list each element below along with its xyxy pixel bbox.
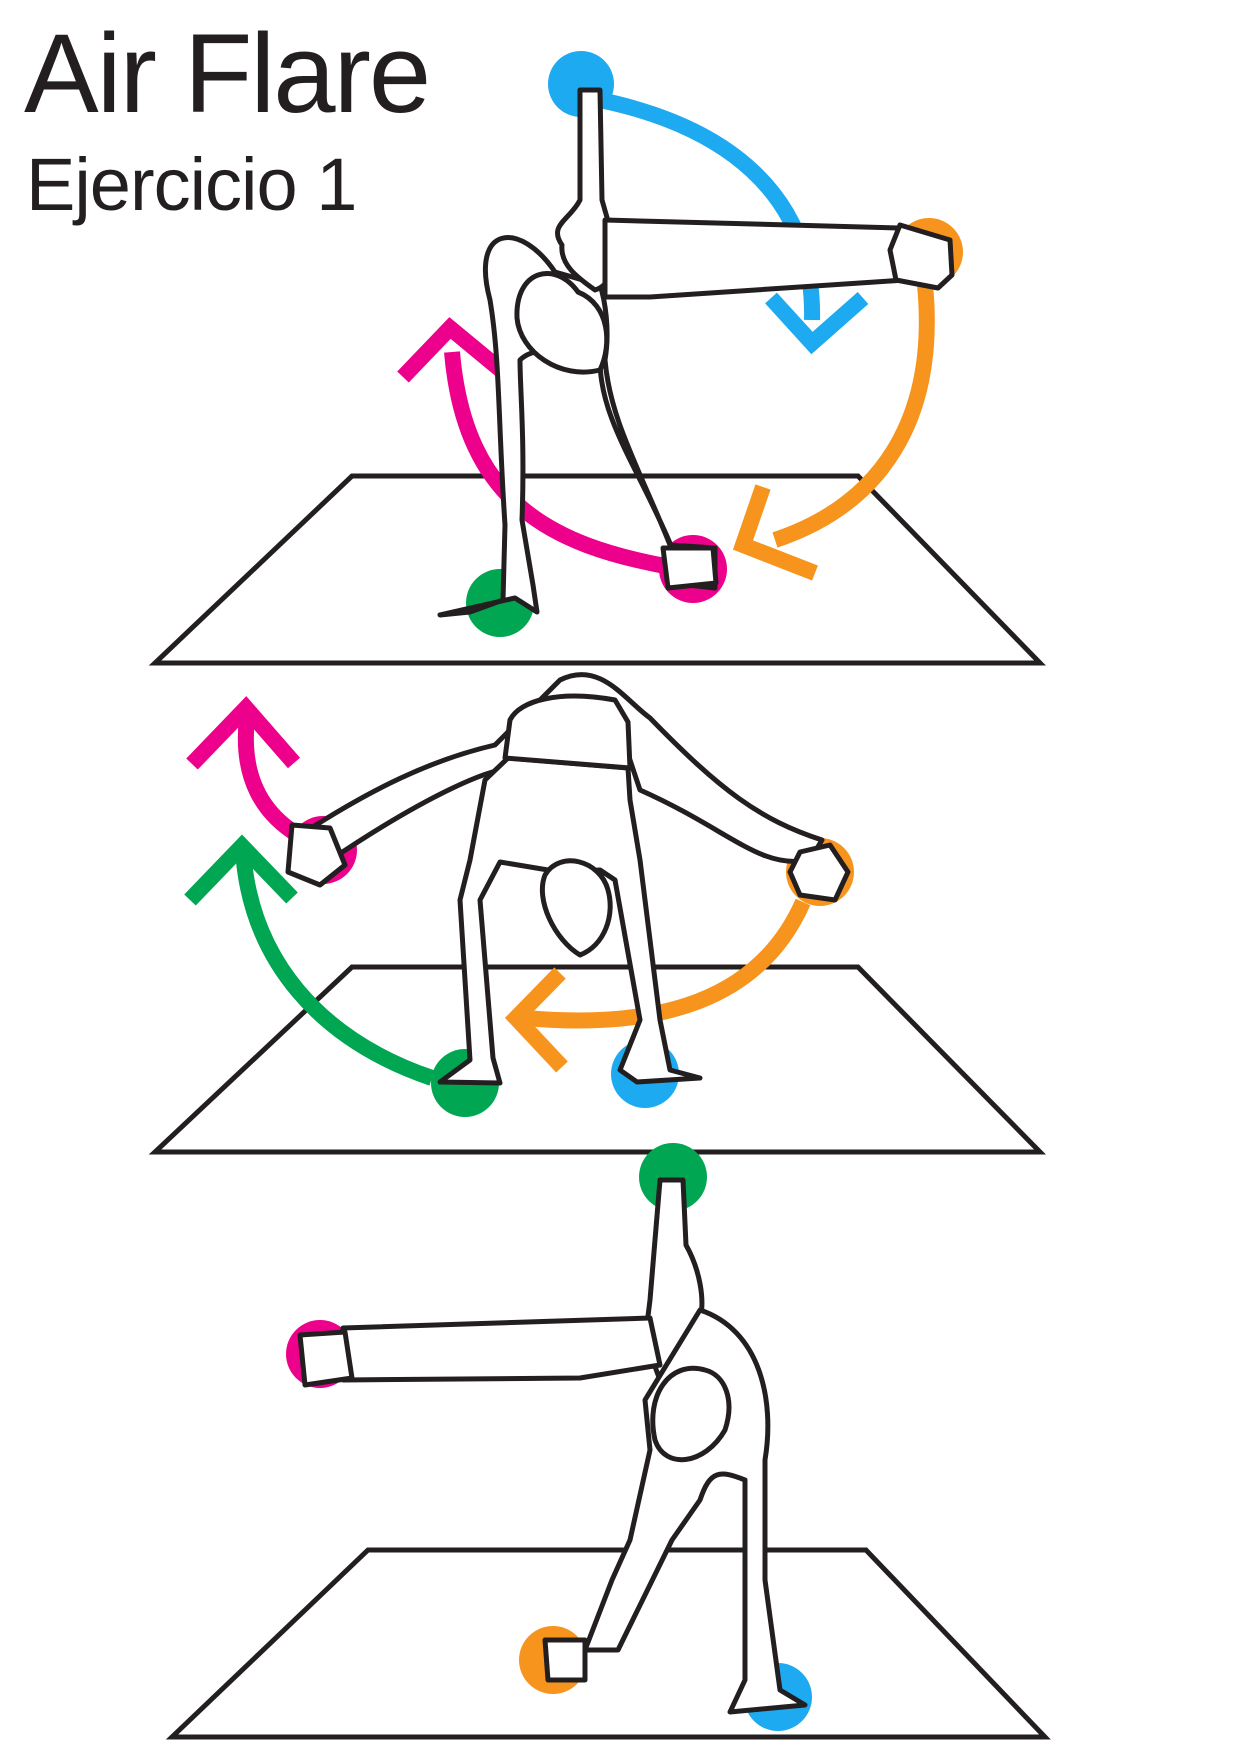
- frame-3-dancer: [297, 1177, 808, 1715]
- subtitle: Ejercicio 1: [26, 143, 357, 226]
- floor-mat-2: [148, 964, 1046, 1155]
- frame-3: [165, 1143, 1051, 1740]
- frame-2-dancer: [285, 672, 851, 1086]
- frame-1-dancer: [437, 87, 955, 618]
- frame-1: [148, 51, 1046, 666]
- frame-3-green-dot: [639, 1143, 707, 1211]
- frame-2-orange-arrow: [504, 898, 811, 1073]
- frame-2-green-arrow: [184, 834, 435, 1086]
- frame-2-magenta-arrow: [186, 696, 303, 842]
- frame-1-orange-arrow: [732, 284, 935, 581]
- frame-2: [148, 672, 1046, 1155]
- title: Air Flare: [24, 11, 431, 136]
- floor-mat-1: [148, 473, 1046, 666]
